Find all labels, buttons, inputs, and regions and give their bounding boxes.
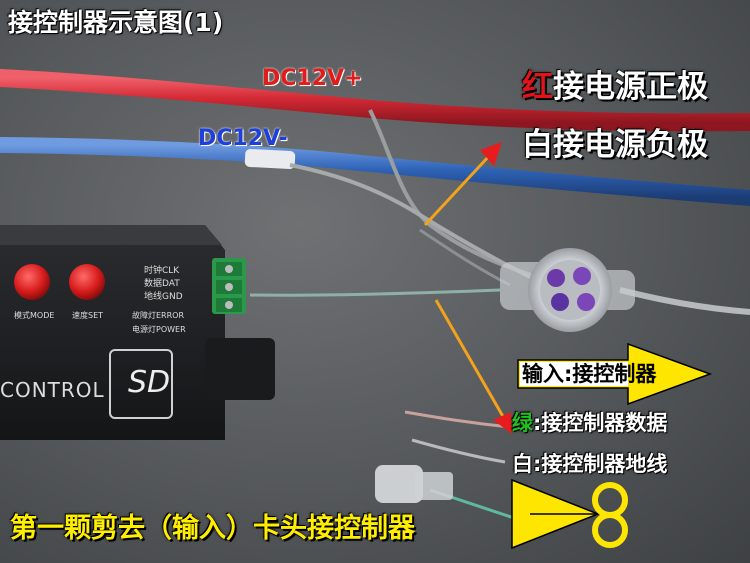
red-power-wire	[0, 69, 750, 132]
red-wire-callout: 红接电源正极	[522, 72, 708, 103]
led-label-error: 故障灯ERROR	[132, 311, 185, 320]
sd-card-label: SD	[128, 365, 171, 400]
diagram-title: 接控制器示意图(1)	[8, 8, 224, 37]
red-callout-prefix: 红	[522, 69, 553, 105]
led-label-power: 电源灯POWER	[132, 325, 186, 334]
led-pixel-module	[500, 248, 635, 332]
controller-box	[0, 225, 275, 440]
white-ground-text: :接控制器地线	[533, 452, 668, 476]
pin-label-dat: 数据DAT	[144, 279, 180, 289]
cut-wire-green	[404, 410, 511, 429]
arrow-to-cut-wires	[434, 299, 512, 434]
scissors-icon	[511, 478, 628, 550]
white-ground-callout: 白:接控制器地线	[512, 454, 667, 475]
green-callout-text: :接控制器数据	[533, 411, 668, 435]
terminal-block	[212, 258, 246, 314]
input-label-bg	[520, 362, 628, 386]
button-label-speed: 速度SET	[72, 311, 104, 320]
green-wire-callout: 绿:接控制器数据	[512, 413, 667, 434]
white-wire-callout: 白接电源负极	[522, 130, 708, 161]
white-callout-prefix: 白	[522, 127, 553, 163]
input-callout: 输入:接控制器	[522, 362, 657, 386]
dc-plus-label: DC12V+	[262, 66, 363, 91]
bottom-caption: 第一颗剪去（输入）卡头接控制器	[10, 513, 415, 544]
heat-shrink-sleeve	[244, 148, 296, 170]
output-lead	[619, 287, 750, 315]
red-callout-text: 接电源正极	[553, 69, 708, 105]
controller-signal-wire	[249, 288, 501, 297]
dc-minus-label: DC12V-	[198, 126, 288, 151]
green-callout-prefix: 绿	[512, 411, 533, 435]
blue-power-wire	[0, 137, 750, 206]
pin-label-gnd: 地线GND	[144, 292, 183, 302]
white-ground-prefix: 白	[512, 452, 533, 476]
button-label-mode: 模式MODE	[14, 311, 55, 320]
cut-wire-white	[411, 438, 506, 464]
pin-label-clk: 时钟CLK	[144, 266, 180, 276]
input-connector-plug	[375, 465, 453, 503]
grey-lead-2	[289, 163, 541, 284]
arrow-to-power	[423, 142, 502, 227]
controller-brand-text: CONTROL	[0, 378, 105, 402]
white-callout-text: 接电源负极	[553, 127, 708, 163]
